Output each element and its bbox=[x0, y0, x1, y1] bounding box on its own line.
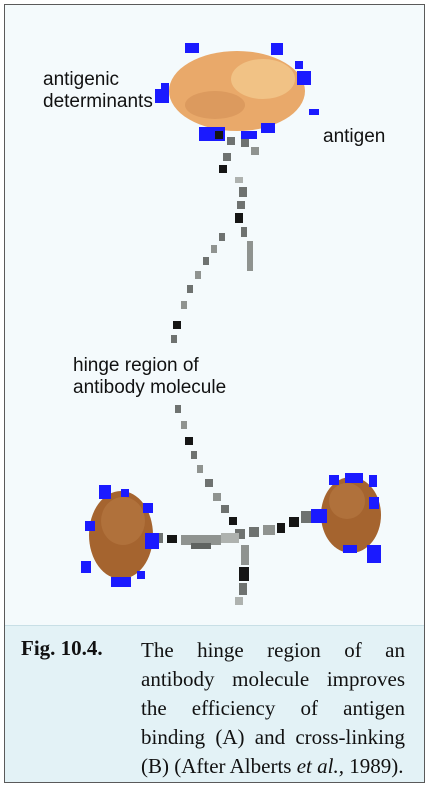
antibody-horizontal-arms bbox=[151, 511, 311, 549]
hinge-region-label: hinge region of antibody molecule bbox=[73, 355, 227, 398]
antigenic-determinants-label: antigenic determinants bbox=[43, 69, 153, 112]
top-antigen bbox=[169, 51, 305, 131]
caption-text: The hinge region of an antibody molecule… bbox=[141, 636, 405, 781]
figure-panel: antigenic determinants antigen hinge reg… bbox=[4, 4, 425, 783]
antibody-diagram bbox=[81, 43, 381, 605]
caption-body: The hinge region of an antibody molecule… bbox=[141, 638, 405, 778]
caption-end: 1989). bbox=[343, 754, 404, 778]
figure-caption: Fig. 10.4. The hinge region of an antibo… bbox=[5, 625, 424, 782]
figure-number: Fig. 10.4. bbox=[21, 636, 103, 660]
bottom-right-antigenic-determinants bbox=[311, 473, 381, 563]
antibody-hinge-stem bbox=[175, 405, 245, 539]
bottom-right-antigen bbox=[321, 477, 381, 553]
bottom-left-antigen bbox=[89, 491, 153, 579]
diagram-area: antigenic determinants antigen hinge reg… bbox=[5, 5, 424, 625]
antigen-label: antigen bbox=[323, 126, 386, 147]
caption-italic: et al., bbox=[296, 754, 344, 778]
bottom-left-antigenic-determinants bbox=[81, 485, 159, 587]
antibody-fc-tail bbox=[235, 545, 249, 605]
antibody-top-arm bbox=[171, 131, 259, 343]
